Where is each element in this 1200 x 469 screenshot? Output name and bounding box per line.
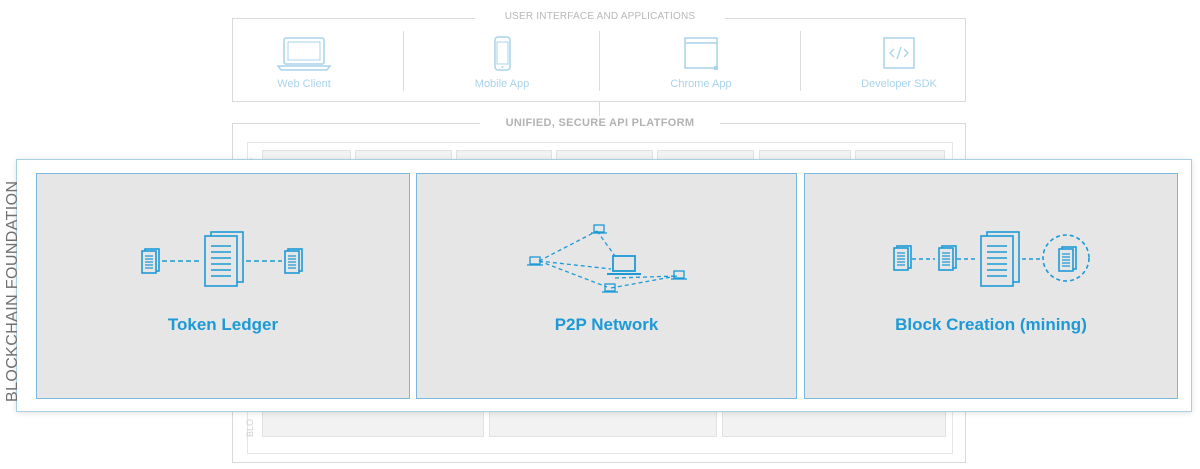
app-label: Developer SDK bbox=[861, 78, 937, 90]
divider bbox=[800, 31, 801, 91]
mining-icon bbox=[893, 231, 1090, 287]
network-icon bbox=[527, 224, 687, 293]
panel-title: P2P Network bbox=[554, 315, 659, 334]
app-label: Web Client bbox=[277, 78, 331, 90]
app-web-client[interactable]: Web Client bbox=[229, 36, 379, 90]
api-side-label-bottom: BLO bbox=[245, 418, 255, 437]
code-file-icon bbox=[883, 37, 915, 69]
api-platform-title: UNIFIED, SECURE API PLATFORM bbox=[480, 116, 720, 130]
panel-block-creation: Block Creation (mining) bbox=[804, 173, 1178, 399]
divider bbox=[403, 31, 404, 91]
browser-window-icon bbox=[684, 37, 718, 70]
panel-title: Token Ledger bbox=[167, 315, 279, 334]
app-label: Mobile App bbox=[474, 78, 530, 90]
app-label: Chrome App bbox=[670, 78, 732, 90]
panel-p2p-network: P2P Network bbox=[416, 173, 797, 399]
ui-apps-title: USER INTERFACE AND APPLICATIONS bbox=[475, 10, 725, 24]
panel-title: Block Creation (mining) bbox=[895, 315, 1087, 334]
divider bbox=[599, 31, 600, 91]
api-tile bbox=[262, 410, 484, 437]
app-chrome[interactable]: Chrome App bbox=[626, 36, 776, 90]
app-developer-sdk[interactable]: Developer SDK bbox=[824, 36, 974, 90]
api-tile bbox=[489, 410, 717, 437]
connector-line bbox=[599, 102, 600, 124]
panel-token-ledger: Token Ledger bbox=[36, 173, 410, 399]
app-mobile[interactable]: Mobile App bbox=[427, 36, 577, 90]
ledger-icon bbox=[141, 231, 303, 287]
blockchain-foundation-label: BLOCKCHAIN FOUNDATION bbox=[4, 180, 21, 402]
api-tile bbox=[722, 410, 946, 437]
phone-icon bbox=[494, 36, 511, 71]
laptop-icon bbox=[276, 37, 332, 71]
